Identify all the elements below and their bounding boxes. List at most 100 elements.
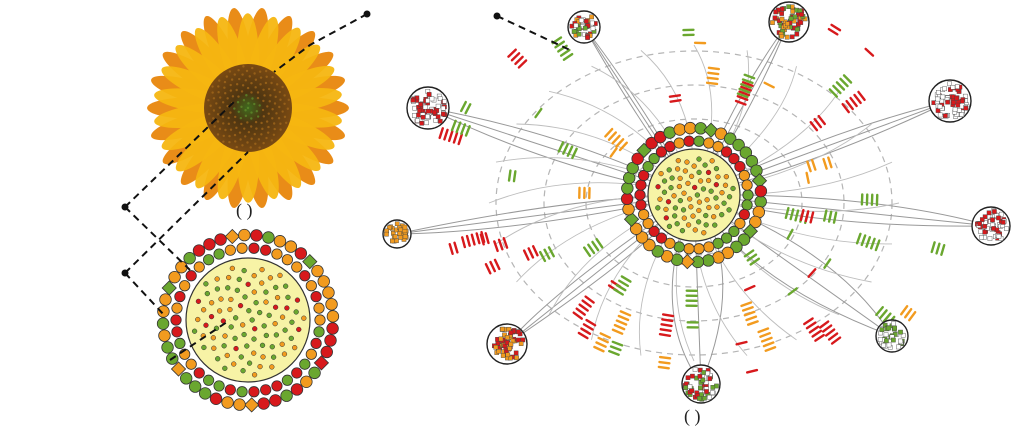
ring-dot xyxy=(326,310,340,323)
floret xyxy=(246,106,250,110)
floret xyxy=(217,85,220,88)
edge-tick xyxy=(738,90,751,97)
core-dot xyxy=(694,192,701,198)
floret xyxy=(272,133,276,136)
core-dot xyxy=(696,199,703,205)
ring-dot xyxy=(635,231,649,244)
core-dot xyxy=(270,354,277,360)
floret xyxy=(233,133,237,137)
node-cell xyxy=(963,105,969,111)
node-cell xyxy=(943,113,948,119)
ring-dot xyxy=(203,238,216,251)
floret xyxy=(262,115,266,118)
core-dot xyxy=(695,219,702,225)
ring-dot xyxy=(317,275,330,288)
floret xyxy=(221,101,225,104)
edge-tick xyxy=(599,332,612,339)
node-cell xyxy=(784,34,790,40)
edge-tick xyxy=(734,99,747,106)
pointer-dot xyxy=(121,269,129,277)
edge-tick xyxy=(669,99,682,103)
edge-tick xyxy=(805,321,817,330)
edge-tick xyxy=(818,320,830,329)
core-dot xyxy=(719,212,725,218)
node-cell xyxy=(500,353,506,358)
core-dot xyxy=(266,312,272,318)
node-cell xyxy=(879,327,885,333)
floret xyxy=(241,144,244,147)
node-cell xyxy=(508,341,514,347)
floret xyxy=(255,110,259,113)
core-dot xyxy=(259,266,265,273)
node-cell xyxy=(982,224,988,229)
floret xyxy=(235,145,238,149)
floret xyxy=(216,113,220,116)
ring-dot xyxy=(664,141,676,153)
edge-tick xyxy=(805,171,810,184)
edge-tick xyxy=(789,208,795,221)
floret xyxy=(264,69,268,73)
ring-dot xyxy=(693,135,705,147)
edge-tick xyxy=(620,275,632,283)
ring-dot xyxy=(664,237,676,249)
node-cell xyxy=(947,81,952,87)
core-dot xyxy=(211,345,217,351)
node-cell xyxy=(683,385,689,390)
edge-tick xyxy=(935,242,941,255)
edge-tick xyxy=(577,331,589,340)
core-dot xyxy=(214,286,221,292)
node-cell xyxy=(770,20,775,25)
node-cell xyxy=(900,332,906,338)
edge-tick xyxy=(562,52,574,61)
edge-tick xyxy=(763,81,775,89)
floret xyxy=(279,128,282,131)
core-dot xyxy=(259,342,266,348)
floret xyxy=(212,109,216,112)
edge-tick xyxy=(760,336,773,343)
edge-tick xyxy=(807,268,817,278)
edge-tick xyxy=(849,96,858,108)
floret xyxy=(242,99,246,102)
floret xyxy=(283,115,287,119)
ring-dot xyxy=(185,358,197,370)
edge-tick xyxy=(741,306,754,312)
floret xyxy=(250,91,253,94)
edge-tick xyxy=(824,328,836,337)
ring-dot xyxy=(213,248,225,260)
ring-dot xyxy=(643,238,656,252)
edge-tick xyxy=(810,158,817,171)
core-dot xyxy=(238,354,244,360)
floret xyxy=(239,116,243,120)
ring-dot xyxy=(703,241,715,253)
ring-dot xyxy=(720,146,733,158)
core-dot xyxy=(669,175,675,181)
core-dot xyxy=(677,175,683,182)
ring-dot xyxy=(174,337,186,349)
edge-tick xyxy=(764,346,777,352)
ring-dot xyxy=(634,189,646,201)
ring-dot xyxy=(730,240,743,254)
core-dot xyxy=(208,313,215,320)
core-circle xyxy=(647,148,741,242)
core-dot xyxy=(228,296,234,303)
edge-tick xyxy=(493,258,501,271)
node-cell xyxy=(1004,226,1009,231)
edge-tick xyxy=(869,237,876,250)
floret xyxy=(237,95,240,98)
floret xyxy=(253,72,256,75)
edge-tick xyxy=(746,320,759,326)
node-cell xyxy=(891,337,896,343)
core-dot xyxy=(269,364,275,370)
core-dot xyxy=(696,169,702,176)
node-cell xyxy=(589,20,595,26)
edge-tick xyxy=(460,123,467,135)
node-cell xyxy=(772,15,778,21)
edge-tick xyxy=(611,328,624,335)
edge-tick xyxy=(611,134,621,145)
core-dot xyxy=(272,304,279,310)
core-dot xyxy=(722,182,729,188)
node-cell xyxy=(426,92,432,97)
edge-tick xyxy=(904,307,913,319)
node-cell xyxy=(896,344,901,350)
node-cell xyxy=(698,385,703,391)
